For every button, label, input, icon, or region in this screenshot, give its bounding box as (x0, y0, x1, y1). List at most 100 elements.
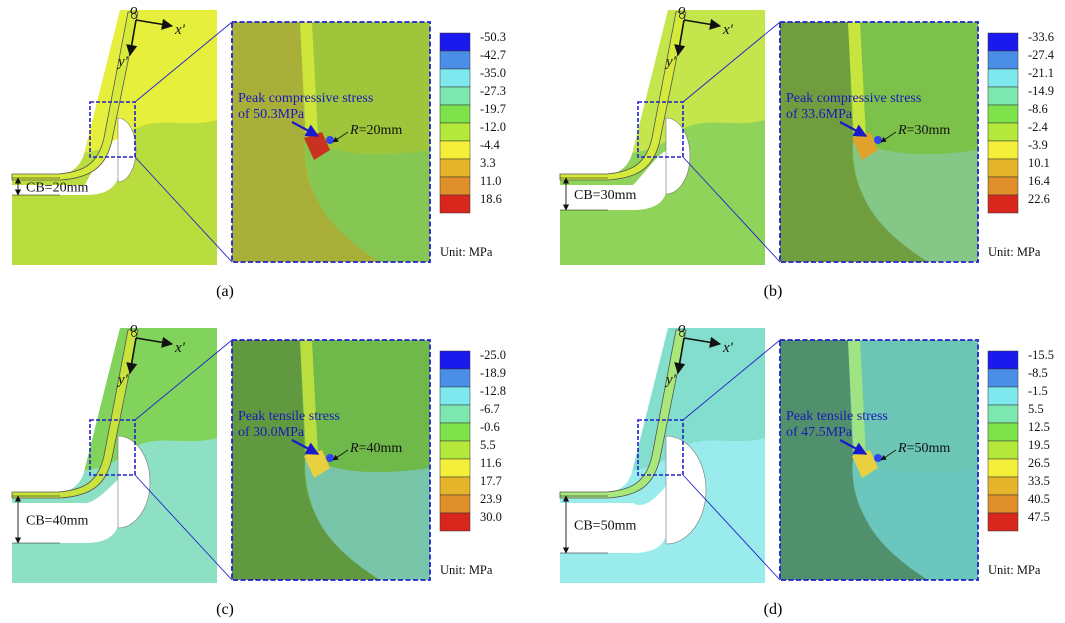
y-axis-label: y' (664, 372, 677, 388)
legend-value: 11.0 (480, 174, 501, 188)
legend-value: 5.5 (480, 438, 496, 452)
radius-label: R=50mm (897, 441, 950, 456)
origin-mark (679, 13, 685, 19)
legend-value: -18.9 (480, 366, 506, 380)
legend-value: 3.3 (480, 156, 496, 170)
peak-stress-spot (852, 450, 878, 478)
x-axis-label: x' (174, 22, 186, 38)
inset-border (779, 339, 979, 581)
legend-swatch (987, 194, 1019, 214)
legend-value: 26.5 (1028, 456, 1050, 470)
inset-border (231, 339, 431, 581)
model-void-lower (12, 479, 120, 543)
unit-label: Unit: MPa (988, 563, 1041, 577)
legend-swatch (439, 386, 471, 406)
leader-line-top (682, 21, 781, 103)
legend-value: 30.0 (480, 510, 502, 524)
legend-swatch (987, 68, 1019, 88)
legend-swatch (439, 350, 471, 370)
peak-arrow (839, 121, 868, 137)
panel-caption: (c) (216, 601, 234, 618)
legend-swatch (987, 50, 1019, 70)
inset-lower-zone (305, 458, 430, 580)
notch-cutout (665, 117, 691, 195)
peak-note-line2: of 47.5MPa (786, 425, 853, 440)
color-legend: -50.3-42.7-35.0-27.3-19.7-12.0-4.43.311.… (439, 30, 506, 259)
legend-value: -3.9 (1028, 138, 1048, 152)
zoom-region-box (89, 101, 136, 158)
legend-value: -19.7 (480, 102, 506, 116)
legend-swatch (439, 512, 471, 532)
inset-lower-zone (853, 458, 978, 580)
legend-swatch (439, 494, 471, 514)
legend-value: 10.1 (1028, 156, 1050, 170)
legend-value: 40.5 (1028, 492, 1050, 506)
model-void-lower (560, 151, 668, 210)
inset-shadow-zone (780, 340, 928, 580)
inset-plate (300, 340, 318, 458)
legend-swatch (987, 386, 1019, 406)
legend-swatch (987, 476, 1019, 496)
x-axis-label: x' (722, 22, 734, 38)
notch-cutout (117, 117, 137, 183)
model-void-upper (560, 10, 668, 180)
leader-line-bottom (134, 156, 233, 263)
radius-label: R=30mm (897, 123, 950, 138)
model-void-lower (560, 483, 668, 553)
x-axis-arrow (135, 18, 174, 30)
inset-plate (300, 22, 318, 140)
panel-caption: (d) (764, 601, 783, 618)
legend-swatch (439, 158, 471, 178)
legend-value: -8.5 (1028, 366, 1048, 380)
leader-line-top (134, 339, 233, 421)
color-legend: -33.6-27.4-21.1-14.9-8.6-2.4-3.910.116.4… (987, 30, 1055, 259)
notch-contact-spot (326, 136, 334, 144)
legend-value: -1.5 (1028, 384, 1048, 398)
y-axis-label: y' (664, 54, 677, 70)
full-model: ox'y'CB=50mm (559, 320, 765, 583)
legend-swatch (987, 176, 1019, 196)
legend-swatch (439, 404, 471, 424)
x-axis-label: x' (174, 340, 186, 356)
notch-contact-spot (326, 454, 334, 462)
x-axis-arrow (135, 336, 174, 348)
legend-swatch (987, 158, 1019, 178)
legend-swatch (987, 104, 1019, 124)
peak-arrow (839, 439, 868, 455)
panel-caption: (a) (216, 283, 234, 300)
legend-value: -27.4 (1028, 48, 1055, 62)
legend-value: 17.7 (480, 474, 502, 488)
inset-lower-zone (853, 140, 978, 262)
model-void-upper (12, 328, 120, 498)
legend-swatch (439, 140, 471, 160)
zoom-region-box (637, 101, 684, 158)
model-void-lower (12, 139, 120, 195)
legend-swatch (987, 122, 1019, 142)
legend-value: -15.5 (1028, 348, 1054, 362)
cb-label: CB=30mm (574, 188, 636, 203)
legend-swatch (987, 404, 1019, 424)
inset-plate (848, 22, 866, 140)
legend-value: -12.8 (480, 384, 506, 398)
inset-border (231, 21, 431, 263)
legend-value: -21.1 (1028, 66, 1054, 80)
legend-value: -14.9 (1028, 84, 1054, 98)
legend-swatch (987, 422, 1019, 442)
legend-value: -35.0 (480, 66, 506, 80)
legend-value: -6.7 (480, 402, 500, 416)
peak-arrow (291, 121, 320, 137)
peak-note-line1: Peak tensile stress (238, 409, 340, 424)
legend-value: 33.5 (1028, 474, 1050, 488)
origin-label: o (678, 320, 686, 336)
radius-arrow (880, 131, 897, 143)
legend-swatch (987, 140, 1019, 160)
legend-swatch (987, 368, 1019, 388)
legend-swatch (439, 422, 471, 442)
peak-note-line1: Peak compressive stress (238, 91, 373, 106)
notch-cutout (665, 435, 707, 545)
legend-value: -42.7 (480, 48, 506, 62)
